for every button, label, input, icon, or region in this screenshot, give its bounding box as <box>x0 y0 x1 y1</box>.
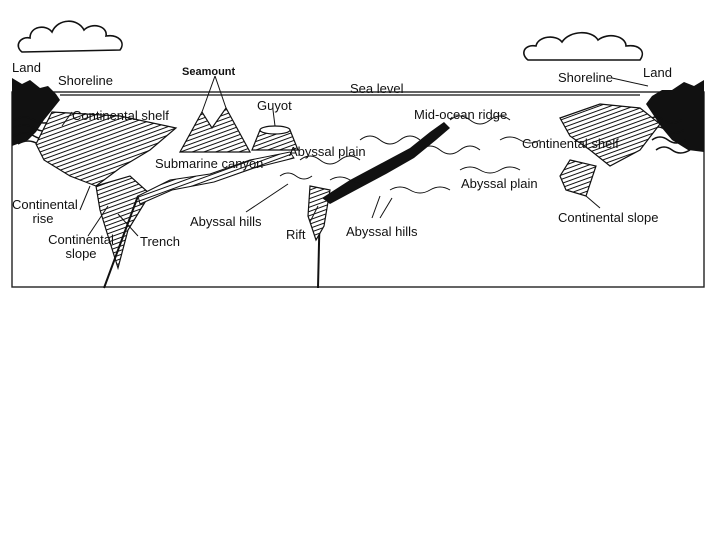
label-abyssal-plain-right: Abyssal plain <box>461 176 538 191</box>
trench-left-line <box>103 195 139 289</box>
label-land-right: Land <box>643 65 672 80</box>
continental-shelf-left-shape <box>35 111 178 187</box>
rift-slope-shape <box>307 185 331 242</box>
diagram-frame <box>11 91 705 288</box>
submarine-canyon-shape <box>137 151 295 205</box>
label-pointers <box>61 75 649 237</box>
label-continental-shelf-left: Continental shelf <box>72 108 169 123</box>
label-land-left: Land <box>12 60 41 75</box>
continental-slope-right-shape <box>559 159 597 197</box>
land-left-shape <box>12 78 60 146</box>
label-continental-slope-right: Continental slope <box>558 210 659 225</box>
land-right-shape <box>646 80 704 152</box>
label-continental-rise-line1: Continental <box>12 197 78 212</box>
label-continental-rise-line2: rise <box>32 211 54 226</box>
label-guyot: Guyot <box>257 98 292 113</box>
label-continental-slope-left-line2: slope <box>65 246 97 261</box>
cloud-right-icon <box>523 31 644 61</box>
shoreline-waves-left <box>13 116 59 148</box>
label-continental-slope-left: Continental slope <box>42 233 120 261</box>
mid-ocean-ridge-shape <box>322 122 450 204</box>
label-continental-shelf-right: Continental shelf <box>522 136 619 151</box>
label-submarine-canyon: Submarine canyon <box>155 156 264 171</box>
label-abyssal-plain-left: Abyssal plain <box>289 144 366 159</box>
shoreline-waves-right <box>647 116 691 154</box>
label-seamount: Seamount <box>182 66 236 78</box>
label-continental-slope-left-line1: Continental <box>48 232 114 247</box>
label-shoreline-right: Shoreline <box>558 70 613 85</box>
label-shoreline-left: Shoreline <box>58 73 113 88</box>
label-trench: Trench <box>140 234 180 249</box>
label-sea-level: Sea level <box>350 81 404 96</box>
label-rift: Rift <box>286 227 306 242</box>
label-abyssal-hills-left: Abyssal hills <box>190 214 262 229</box>
label-mid-ocean-ridge: Mid-ocean ridge <box>414 107 508 122</box>
abyssal-hills-texture <box>279 115 541 194</box>
continental-shelf-right-shape <box>559 103 661 167</box>
seamount-shape <box>178 106 252 153</box>
cloud-left-icon <box>17 20 123 53</box>
label-abyssal-hills-right: Abyssal hills <box>346 224 418 239</box>
label-continental-rise: Continental rise <box>12 197 78 226</box>
